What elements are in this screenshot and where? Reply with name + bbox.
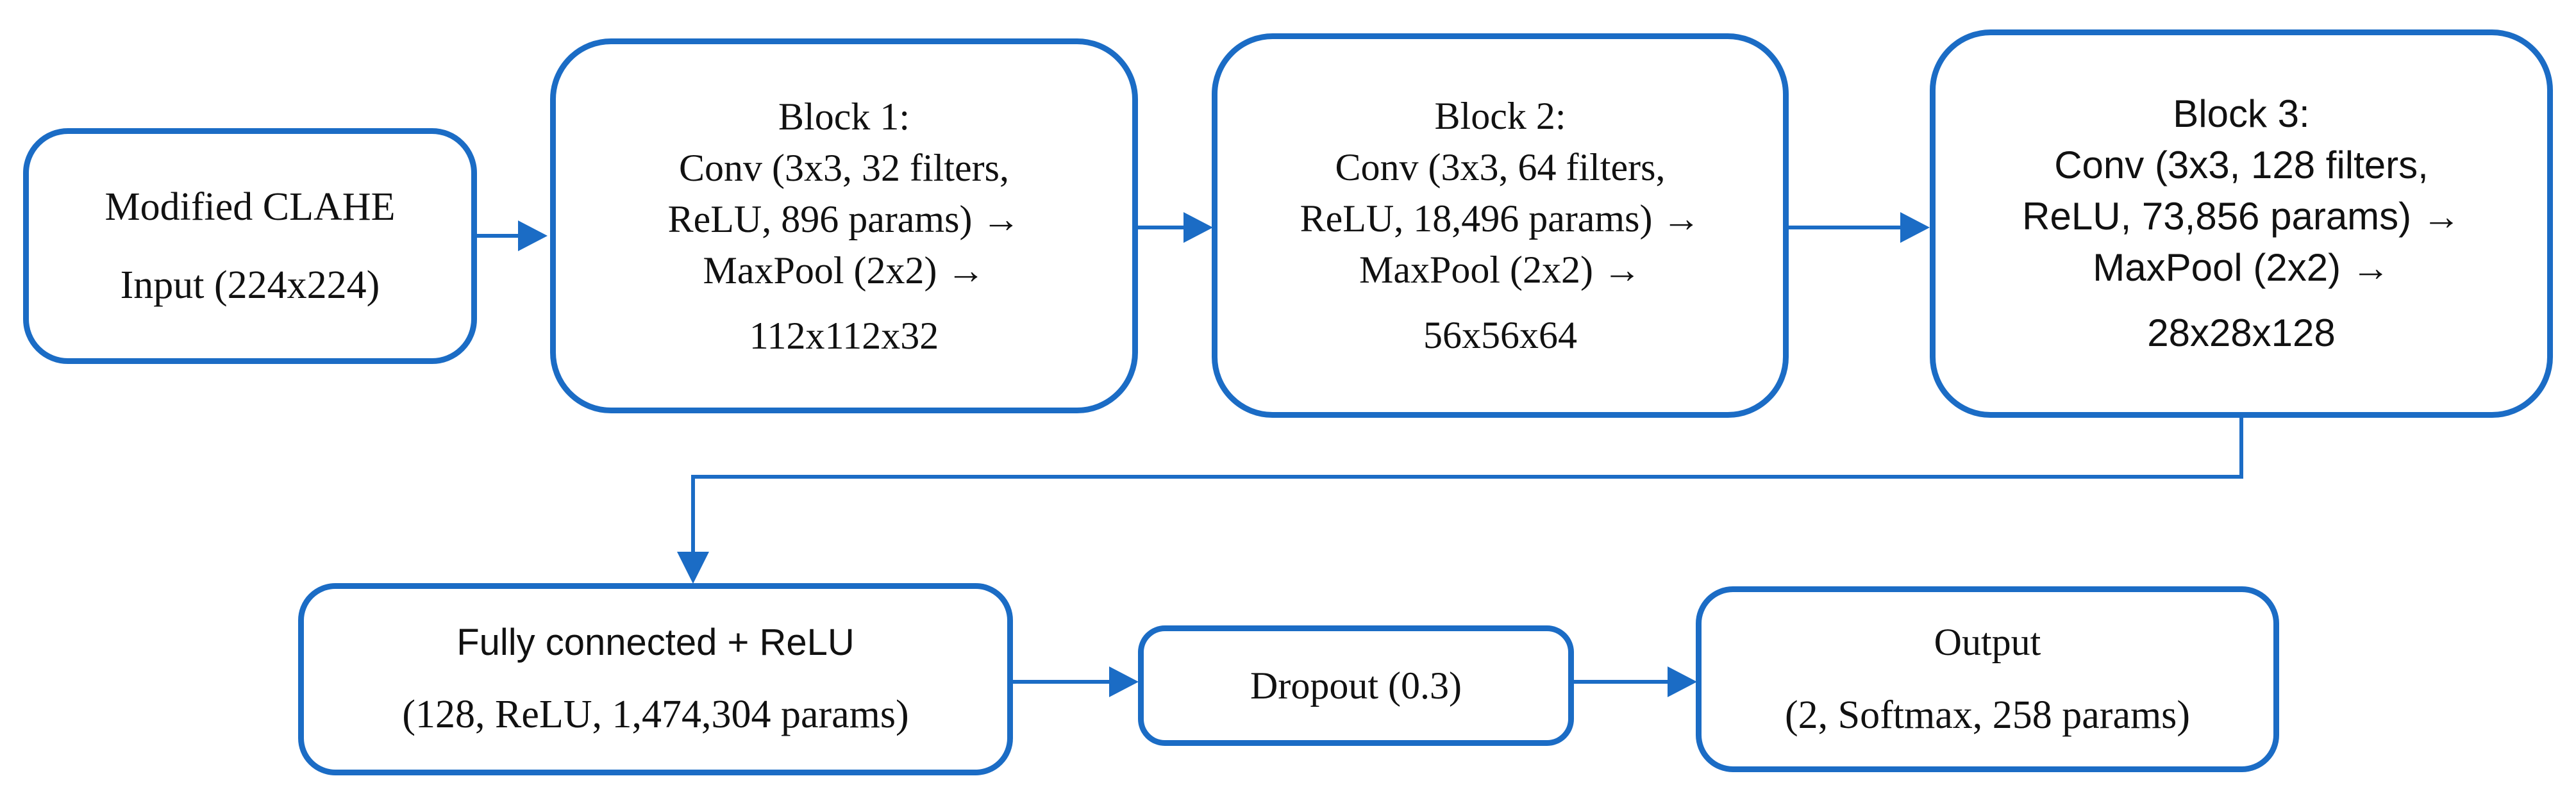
block1-conv-line: Conv (3x3, 32 filters, bbox=[679, 146, 1009, 189]
block2-title: Block 2: bbox=[1434, 95, 1566, 137]
fc-line-2: (128, ReLU, 1,474,304 params) bbox=[402, 693, 909, 736]
arrow-fc-dropout-head bbox=[1109, 666, 1139, 697]
block2-conv-line: Conv (3x3, 64 filters, bbox=[1335, 146, 1666, 188]
input-line-1: Modified CLAHE bbox=[105, 185, 396, 229]
arrow-input-block1-line bbox=[477, 234, 521, 238]
connector-horizontal-segment bbox=[691, 475, 2243, 479]
block3-maxpool-line: MaxPool (2x2) → bbox=[2093, 246, 2390, 289]
arrow-fc-dropout-line bbox=[1013, 680, 1112, 684]
arrow-input-block1-head bbox=[518, 220, 548, 251]
block1-node: Block 1: Conv (3x3, 32 filters, ReLU, 89… bbox=[550, 38, 1138, 413]
output-line-2: (2, Softmax, 258 params) bbox=[1785, 693, 2190, 737]
connector-fc-arrow-head bbox=[677, 552, 709, 584]
block1-title: Block 1: bbox=[778, 95, 910, 138]
arrow-block1-block2-head bbox=[1183, 212, 1213, 243]
input-node: Modified CLAHE Input (224x224) bbox=[23, 128, 477, 364]
connector-fc-down-segment bbox=[691, 479, 695, 553]
arrow-block2-block3-line bbox=[1789, 226, 1903, 229]
block1-maxpool-line: MaxPool (2x2) → bbox=[703, 249, 985, 292]
arrow-dropout-output-head bbox=[1668, 666, 1697, 697]
block2-output-shape: 56x56x64 bbox=[1423, 314, 1577, 356]
block2-node: Block 2: Conv (3x3, 64 filters, ReLU, 18… bbox=[1212, 33, 1789, 418]
block3-output-shape: 28x28x128 bbox=[2147, 311, 2336, 354]
fc-line-1: Fully connected + ReLU bbox=[456, 622, 855, 663]
connector-block3-down-segment bbox=[2239, 418, 2243, 479]
block3-title: Block 3: bbox=[2173, 92, 2310, 135]
output-line-1: Output bbox=[1934, 621, 2041, 663]
arrow-block1-block2-line bbox=[1138, 226, 1186, 229]
fully-connected-node: Fully connected + ReLU (128, ReLU, 1,474… bbox=[298, 583, 1013, 775]
block2-relu-line: ReLU, 18,496 params) → bbox=[1300, 197, 1701, 240]
block2-maxpool-line: MaxPool (2x2) → bbox=[1359, 249, 1641, 291]
arrow-block2-block3-head bbox=[1900, 212, 1930, 243]
arrow-dropout-output-line bbox=[1574, 680, 1670, 684]
block1-output-shape: 112x112x32 bbox=[749, 314, 939, 357]
dropout-label: Dropout (0.3) bbox=[1250, 665, 1462, 707]
block3-conv-line: Conv (3x3, 128 filters, bbox=[2054, 144, 2429, 186]
dropout-node: Dropout (0.3) bbox=[1138, 625, 1574, 746]
input-line-2: Input (224x224) bbox=[120, 263, 380, 307]
output-node: Output (2, Softmax, 258 params) bbox=[1696, 586, 2279, 772]
block3-relu-line: ReLU, 73,856 params) → bbox=[2022, 195, 2461, 238]
block3-node: Block 3: Conv (3x3, 128 filters, ReLU, 7… bbox=[1930, 29, 2553, 418]
block1-relu-line: ReLU, 896 params) → bbox=[667, 197, 1021, 240]
